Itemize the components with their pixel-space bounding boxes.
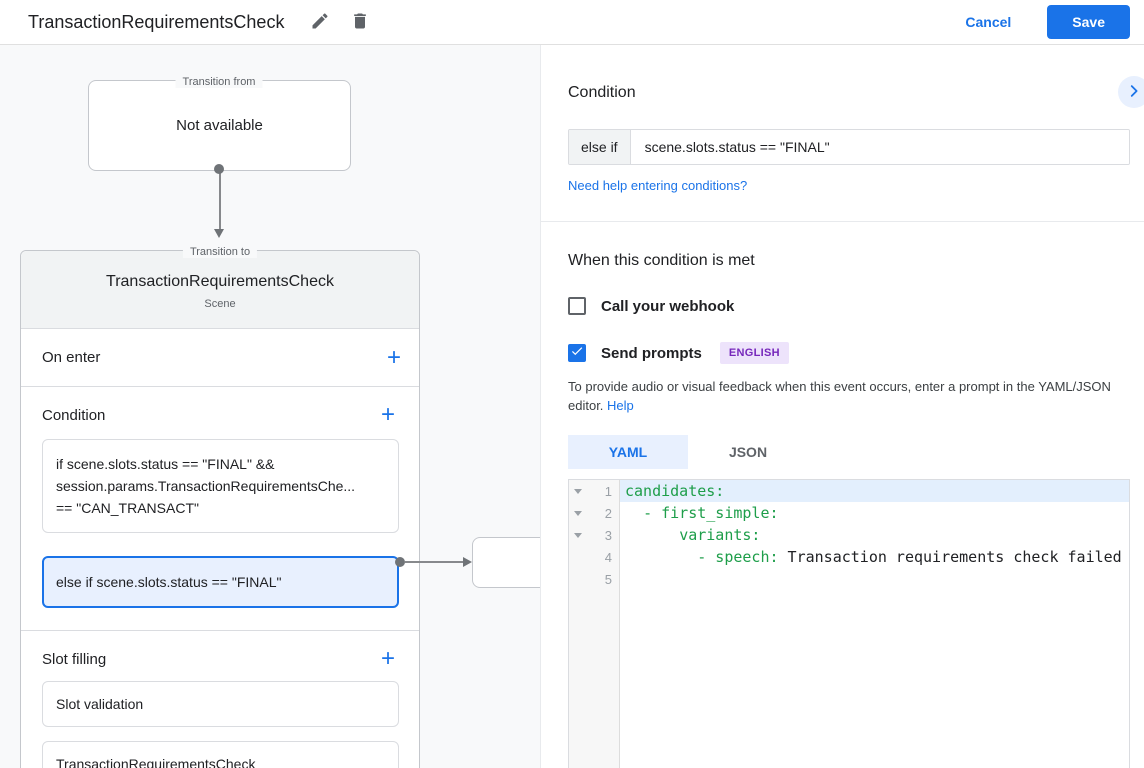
fold-arrow-icon[interactable] [574, 489, 586, 494]
code-area[interactable]: candidates: - first_simple: variants: - … [620, 480, 1129, 768]
pencil-icon [310, 11, 330, 34]
prompts-description: To provide audio or visual feedback when… [568, 377, 1130, 415]
slot-filling-section: Slot filling + Slot validation Transacti… [21, 631, 419, 768]
gutter-row: 1 [569, 480, 619, 502]
transition-target-node[interactable] [472, 537, 540, 588]
trash-icon [350, 11, 370, 34]
fold-arrow-icon[interactable] [574, 533, 586, 538]
condition-expression-input[interactable] [631, 130, 1129, 164]
gutter-row: 2 [569, 502, 619, 524]
code-line-4: - speech: Transaction requirements check… [620, 546, 1129, 568]
line-number: 1 [586, 484, 612, 499]
on-enter-title: On enter [42, 349, 100, 366]
condition-line: == "CAN_TRANSACT" [56, 497, 385, 519]
webhook-checkbox[interactable] [568, 297, 586, 315]
connector-dot [214, 164, 224, 174]
webhook-checkbox-row[interactable]: Call your webhook [568, 297, 1130, 315]
connector-dot [395, 557, 405, 567]
slot-item-label: TransactionRequirementsCheck [56, 756, 255, 768]
gutter-row: 4 [569, 546, 619, 568]
condition-expression-group: else if [568, 129, 1130, 165]
on-enter-section: On enter + [21, 329, 419, 387]
condition-heading: Condition [568, 84, 1130, 102]
yaml-code-editor[interactable]: 1 2 3 4 5 [568, 479, 1130, 768]
condition-line: else if scene.slots.status == "FINAL" [56, 571, 385, 593]
arrow-down-icon [214, 229, 224, 238]
connector-line-vertical [219, 173, 221, 230]
add-on-enter-button[interactable]: + [383, 348, 405, 368]
page-title: TransactionRequirementsCheck [28, 12, 284, 33]
cancel-button[interactable]: Cancel [965, 14, 1011, 30]
condition-help-link[interactable]: Need help entering conditions? [568, 178, 747, 193]
slot-filling-title: Slot filling [42, 651, 106, 668]
line-number: 4 [586, 550, 612, 565]
help-link[interactable]: Help [607, 398, 634, 413]
transition-to-label: Transition to [183, 246, 257, 258]
send-prompts-checkbox[interactable] [568, 344, 586, 362]
code-line-2: - first_simple: [620, 502, 1129, 524]
tab-json[interactable]: JSON [688, 435, 808, 469]
edit-title-button[interactable] [304, 6, 336, 38]
condition-section: Condition + if scene.slots.status == "FI… [21, 387, 419, 631]
tab-yaml[interactable]: YAML [568, 435, 688, 469]
transition-from-content: Not available [176, 117, 263, 134]
line-number: 2 [586, 506, 612, 521]
top-header: TransactionRequirementsCheck Cancel Save [0, 0, 1144, 45]
gutter-row: 5 [569, 568, 619, 590]
condition-line: session.params.TransactionRequirementsCh… [56, 475, 385, 497]
editor-gutter: 1 2 3 4 5 [569, 480, 620, 768]
code-line-3: variants: [620, 524, 1129, 546]
scene-card-header[interactable]: TransactionRequirementsCheck Scene [21, 251, 419, 329]
transition-from-label: Transition from [176, 76, 263, 88]
language-badge: ENGLISH [720, 342, 789, 364]
code-line-1: candidates: [620, 480, 1129, 502]
send-prompts-label: Send prompts [601, 345, 702, 362]
scene-title: TransactionRequirementsCheck [106, 273, 334, 291]
editor-format-tabs: YAML JSON [568, 435, 1130, 469]
scene-diagram-canvas: Not available Transition from Transactio… [0, 45, 540, 768]
condition-prefix-label: else if [569, 130, 631, 164]
add-condition-button[interactable]: + [377, 405, 399, 425]
condition-line: if scene.slots.status == "FINAL" && [56, 453, 385, 475]
connector-line-horizontal [405, 561, 463, 563]
code-line-5 [620, 568, 1129, 590]
send-prompts-checkbox-row[interactable]: Send prompts ENGLISH [568, 342, 1130, 364]
condition-item-elseif-selected[interactable]: else if scene.slots.status == "FINAL" [42, 556, 399, 608]
webhook-label: Call your webhook [601, 298, 734, 315]
add-slot-button[interactable]: + [377, 649, 399, 669]
fold-arrow-icon[interactable] [574, 511, 586, 516]
delete-scene-button[interactable] [344, 6, 376, 38]
gutter-row: 3 [569, 524, 619, 546]
slot-item-validation[interactable]: Slot validation [42, 681, 399, 727]
condition-item-if[interactable]: if scene.slots.status == "FINAL" && sess… [42, 439, 399, 533]
scene-subtitle: Scene [204, 298, 235, 310]
slot-item-transaction-check[interactable]: TransactionRequirementsCheck [42, 741, 399, 768]
checkmark-icon [570, 344, 584, 363]
when-met-heading: When this condition is met [568, 252, 1130, 270]
line-number: 5 [586, 572, 612, 587]
arrow-right-icon [463, 557, 472, 567]
condition-section-title: Condition [42, 407, 105, 424]
slot-item-label: Slot validation [56, 696, 143, 712]
condition-editor-panel: Condition else if Need help entering con… [540, 45, 1144, 768]
save-button[interactable]: Save [1047, 5, 1130, 39]
panel-divider [541, 221, 1144, 222]
transition-from-node[interactable]: Not available [88, 80, 351, 171]
line-number: 3 [586, 528, 612, 543]
collapse-panel-button[interactable] [1118, 76, 1144, 108]
transition-to-card: TransactionRequirementsCheck Scene On en… [20, 250, 420, 768]
chevron-right-icon [1125, 82, 1143, 103]
description-text: To provide audio or visual feedback when… [568, 379, 1111, 413]
